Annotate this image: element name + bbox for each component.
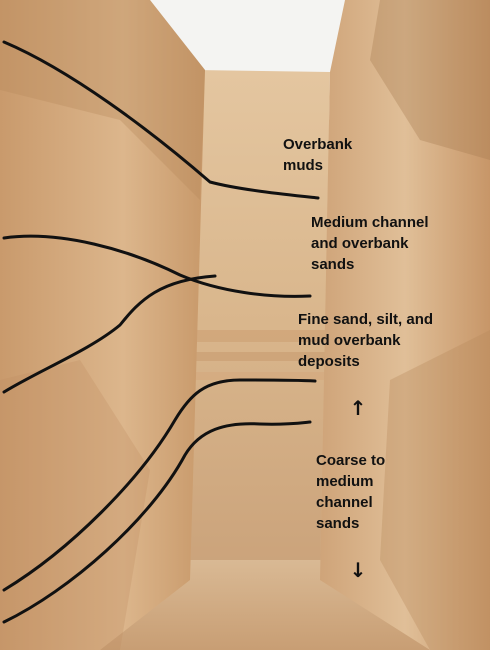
boundary-line-4 [2,378,317,592]
back-wall [185,70,330,580]
boundary-lines [2,40,320,624]
label-fine-sand-silt-mud: Fine sand, silt, and mud overbank deposi… [298,311,434,370]
right-wall [320,0,490,650]
boundary-line-3 [2,274,217,394]
boundary-line-5 [2,420,312,624]
label-medium-channel-overbank-sands: Medium channel and overbank sands [311,214,429,273]
down-arrow-icon: ↓ [349,558,367,582]
boundary-line-2 [2,234,312,298]
label-overbank-muds: Overbank muds [283,136,353,174]
boundary-line-1 [2,40,320,200]
left-wall [0,0,205,650]
up-arrow-icon: ↑ [349,396,367,420]
label-coarse-medium-channel-sands: Coarse to medium channel sands [316,452,386,532]
